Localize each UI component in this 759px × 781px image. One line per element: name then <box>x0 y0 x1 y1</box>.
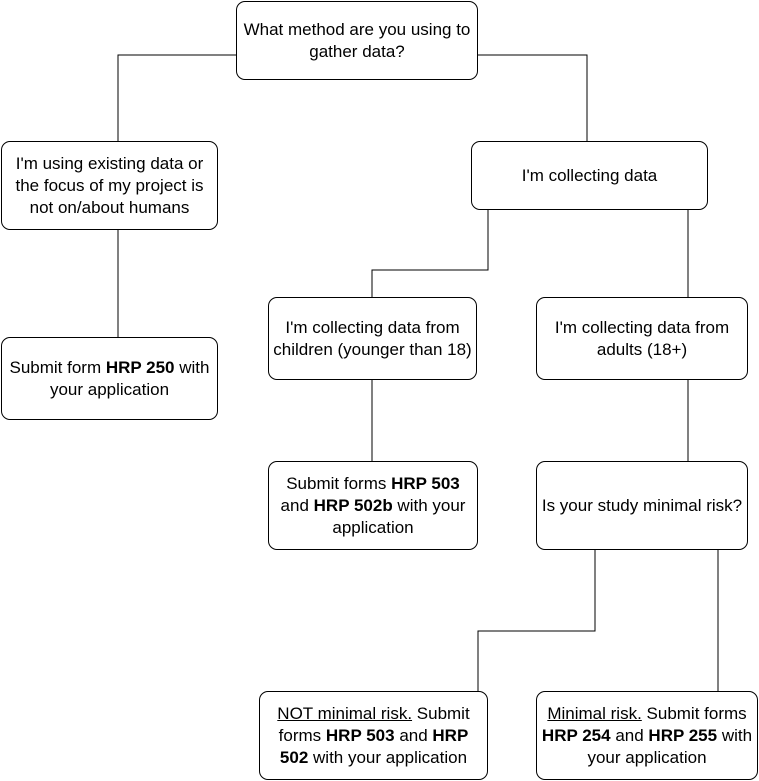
node-minimal-risk-question: Is your study minimal risk? <box>536 461 748 550</box>
not-minimal-form2: HRP 502 <box>279 725 469 767</box>
minimal-mid: and <box>610 725 649 745</box>
connector-collecting-to-children <box>371 210 489 297</box>
node-minimal-risk: Minimal risk. Submit forms HRP 254 and H… <box>536 691 758 780</box>
collecting-data-text: I'm collecting data <box>521 165 658 185</box>
node-children: I'm collecting data from children (young… <box>268 297 477 380</box>
children-text: I'm collecting data from children (young… <box>273 317 472 359</box>
node-submit-hrp250: Submit form HRP 250 with your applicatio… <box>1 337 218 420</box>
node-children-forms: Submit forms HRP 503 and HRP 502b with y… <box>268 461 478 550</box>
node-existing-data: I'm using existing data or the focus of … <box>1 141 218 230</box>
not-minimal-form1: HRP 503 <box>325 725 395 745</box>
connector-question-to-not-minimal <box>477 550 596 691</box>
minimal-form1: HRP 254 <box>541 725 611 745</box>
children-forms-post: with your application <box>332 495 466 537</box>
submit-hrp250-text: Submit form HRP 250 with your applicatio… <box>6 357 213 401</box>
existing-data-text: I'm using existing data or the focus of … <box>15 153 204 217</box>
root-question-text: What method are you using to gather data… <box>243 19 471 61</box>
minimal-risk-question-text: Is your study minimal risk? <box>541 495 743 515</box>
not-minimal-label: NOT minimal risk. <box>277 703 413 723</box>
minimal-risk-text: Minimal risk. Submit forms HRP 254 and H… <box>541 703 753 769</box>
connector-root-to-collecting <box>478 54 588 141</box>
hrp250-pre: Submit form <box>9 357 106 377</box>
hrp250-post: with your application <box>49 357 210 399</box>
node-collecting-data: I'm collecting data <box>471 141 708 210</box>
node-not-minimal-risk: NOT minimal risk. Submit forms HRP 503 a… <box>259 691 488 780</box>
minimal-post: with your application <box>587 725 753 767</box>
children-forms-mid: and <box>280 495 314 515</box>
not-minimal-risk-text: NOT minimal risk. Submit forms HRP 503 a… <box>264 703 483 769</box>
not-minimal-pre: Submit forms <box>278 703 470 745</box>
node-adults: I'm collecting data from adults (18+) <box>536 297 748 380</box>
minimal-pre: Submit forms <box>641 703 747 723</box>
minimal-label: Minimal risk. <box>547 703 642 723</box>
connector-root-to-existing <box>117 54 236 141</box>
minimal-form2: HRP 255 <box>648 725 718 745</box>
children-forms-form2: HRP 502b <box>313 495 393 515</box>
not-minimal-post: with your application <box>308 747 468 767</box>
node-root-question: What method are you using to gather data… <box>236 1 478 80</box>
hrp250-form: HRP 250 <box>105 357 175 377</box>
adults-text: I'm collecting data from adults (18+) <box>554 317 730 359</box>
children-forms-form1: HRP 503 <box>391 473 460 493</box>
children-forms-pre: Submit forms <box>286 473 392 493</box>
not-minimal-mid: and <box>394 725 433 745</box>
children-forms-text: Submit forms HRP 503 and HRP 502b with y… <box>273 473 473 539</box>
